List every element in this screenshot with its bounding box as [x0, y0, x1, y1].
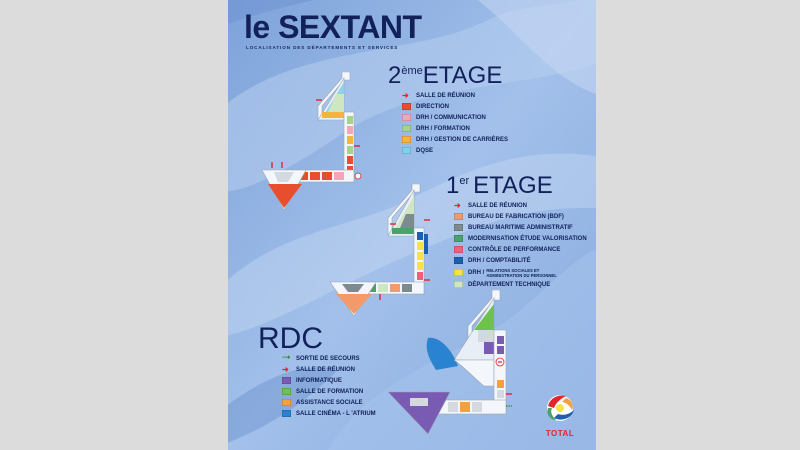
- floor-1-title-text: ETAGE: [473, 172, 553, 199]
- legend-row: DRH / FORMATION: [402, 123, 508, 134]
- legend-label: DRH / FORMATION: [416, 125, 470, 132]
- legend-row: BUREAU MARITIME ADMINISTRATIF: [454, 222, 587, 233]
- legend-row: SALLE CINÉMA - L 'ATRIUM: [282, 408, 376, 419]
- legend-label: ASSISTANCE SOCIALE: [296, 399, 363, 406]
- legend-label: CONTRÔLE DE PERFORMANCE: [468, 246, 561, 253]
- legend-label: INFORMATIQUE: [296, 377, 342, 384]
- poster-title: le SEXTANT: [244, 9, 422, 45]
- legend-row: ➜ SALLE DE RÉUNION: [454, 200, 587, 211]
- legend-label: SALLE DE RÉUNION: [296, 366, 356, 373]
- legend-row: DIRECTION: [402, 101, 508, 112]
- legend-swatch: [454, 224, 463, 231]
- floor-1-title-number: 1: [446, 172, 460, 199]
- legend-label: DÉPARTEMENT TECHNIQUE: [468, 281, 551, 288]
- rdc-plan: [388, 290, 512, 435]
- floor-2-legend: ➜ SALLE DE RÉUNION DIRECTION DRH / COMMUN…: [402, 90, 508, 156]
- arrow-right-icon: ➜: [454, 201, 461, 210]
- legend-label: SORTIE DE SECOURS: [296, 355, 360, 362]
- poster-subtitle: LOCALISATION DES DÉPARTEMENTS ET SERVICE…: [246, 45, 399, 50]
- legend-row: DRH / COMMUNICATION: [402, 112, 508, 123]
- legend-row: DRH / GESTION DE CARRIÈRES: [402, 134, 508, 145]
- legend-row: SALLE DE FORMATION: [282, 386, 376, 397]
- legend-swatch: [402, 147, 411, 154]
- poster: le SEXTANT LOCALISATION DES DÉPARTEMENTS…: [228, 0, 596, 450]
- legend-swatch: [402, 103, 411, 110]
- legend-row: DÉPARTEMENT TECHNIQUE: [454, 279, 587, 290]
- legend-label: SALLE DE FORMATION: [296, 388, 364, 395]
- legend-row: - - ➜ SORTIE DE SECOURS: [282, 353, 376, 364]
- floor-2-title-number: 2: [388, 62, 402, 89]
- legend-row: ➜ SALLE DE RÉUNION: [402, 90, 508, 101]
- legend-label: MODERNISATION ÉTUDE VALORISATION: [468, 235, 587, 242]
- legend-label: DQSE: [416, 147, 434, 154]
- legend-row: INFORMATIQUE: [282, 375, 376, 386]
- legend-row: CONTRÔLE DE PERFORMANCE: [454, 244, 587, 255]
- legend-swatch: [402, 125, 411, 132]
- total-logo: TOTAL: [534, 392, 586, 438]
- floor-2-plan: [261, 72, 362, 211]
- legend-label: DIRECTION: [416, 103, 449, 110]
- total-logo-text: TOTAL: [545, 429, 575, 438]
- legend-label: DRH /: [468, 269, 485, 276]
- floor-2-title-sup: ème: [401, 65, 423, 77]
- legend-swatch: [454, 281, 463, 288]
- legend-row: ASSISTANCE SOCIALE: [282, 397, 376, 408]
- rdc-title: RDC: [258, 322, 323, 355]
- legend-swatch: [282, 399, 291, 406]
- legend-label-line: RELATIONS SOCIALES ET: [486, 267, 540, 273]
- floor-1-plan: [329, 184, 430, 317]
- legend-row: MODERNISATION ÉTUDE VALORISATION: [454, 233, 587, 244]
- legend-swatch: [454, 213, 463, 220]
- legend-label: DRH / GESTION DE CARRIÈRES: [416, 136, 509, 143]
- floor-2-title: 2èmeETAGE: [388, 62, 502, 90]
- legend-label-line: ADMINISTRATION DU PERSONNEL: [486, 272, 557, 278]
- legend-swatch: [282, 410, 291, 417]
- legend-label: SALLE DE RÉUNION: [468, 202, 528, 209]
- emergency-exit-arrow-icon: - - ➜: [282, 355, 290, 361]
- legend-label: DRH / COMMUNICATION: [416, 114, 486, 121]
- arrow-right-icon: ➜: [282, 365, 289, 374]
- legend-swatch: [454, 235, 463, 242]
- legend-label: SALLE DE RÉUNION: [416, 92, 476, 99]
- legend-label: SALLE CINÉMA - L 'ATRIUM: [296, 410, 376, 417]
- total-logo-mark-icon: [547, 395, 574, 421]
- floor-1-title-sup: er: [459, 175, 470, 187]
- legend-swatch: [454, 269, 463, 276]
- legend-swatch: [454, 246, 463, 253]
- legend-label: DRH / COMPTABILITÉ: [468, 257, 531, 264]
- floor-1-legend: ➜ SALLE DE RÉUNION BUREAU DE FABRICATION …: [454, 200, 587, 290]
- legend-swatch: [402, 114, 411, 121]
- rdc-legend: - - ➜ SORTIE DE SECOURS ➜ SALLE DE RÉUNION…: [282, 353, 376, 419]
- legend-swatch: [282, 388, 291, 395]
- legend-row: DQSE: [402, 145, 508, 156]
- legend-swatch: [282, 377, 291, 384]
- legend-swatch: [402, 136, 411, 143]
- legend-row: ➜ SALLE DE RÉUNION: [282, 364, 376, 375]
- legend-row: BUREAU DE FABRICATION (BDF): [454, 211, 587, 222]
- legend-swatch: [454, 257, 463, 264]
- legend-row: DRH / COMPTABILITÉ: [454, 255, 587, 266]
- floor-2-title-text: ETAGE: [422, 62, 503, 89]
- legend-label: BUREAU MARITIME ADMINISTRATIF: [468, 224, 573, 231]
- arrow-right-icon: ➜: [402, 91, 409, 100]
- legend-label: BUREAU DE FABRICATION (BDF): [468, 213, 564, 220]
